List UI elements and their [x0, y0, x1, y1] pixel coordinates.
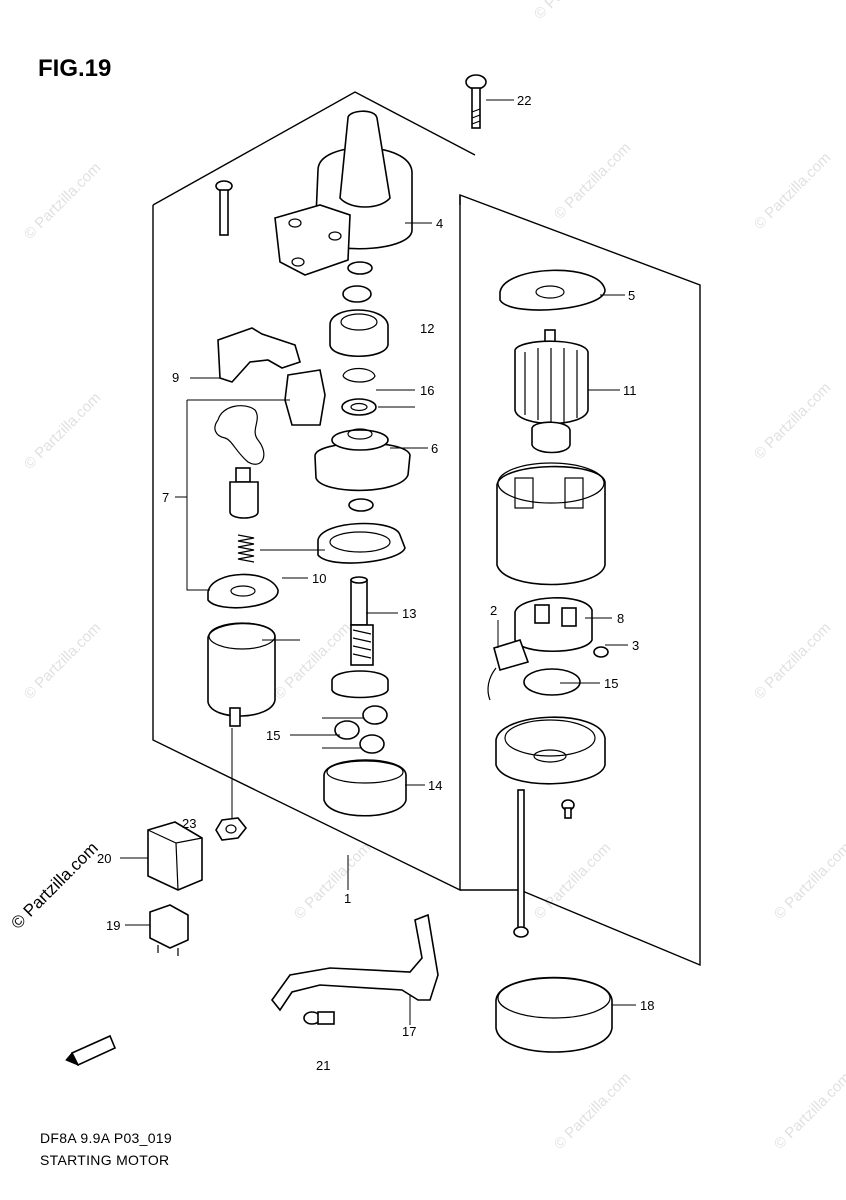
watermark: © Partzilla.com	[771, 839, 846, 922]
part-12-pinion[interactable]	[329, 261, 389, 358]
watermark: © Partzilla.com	[21, 619, 104, 702]
part-19-relay[interactable]	[149, 904, 189, 956]
callout-15-right: 15	[604, 676, 618, 691]
part-23-nut[interactable]	[215, 817, 248, 841]
watermark: © Partzilla.com	[551, 1069, 634, 1152]
callout-7: 7	[162, 490, 169, 505]
part-7-bracket[interactable]	[284, 369, 326, 426]
callout-15-left: 15	[266, 728, 280, 743]
part-16-washer[interactable]	[341, 398, 377, 416]
part-18-band[interactable]	[495, 976, 613, 1053]
part-2-lead-wire[interactable]	[487, 639, 530, 701]
part-13-shaft[interactable]	[331, 576, 389, 699]
end-frame[interactable]	[495, 716, 606, 785]
watermark: © Partzilla.com	[551, 139, 634, 222]
callout-20: 20	[97, 851, 111, 866]
callout-16: 16	[420, 383, 434, 398]
callout-4: 4	[436, 216, 443, 231]
part-9-lever[interactable]	[217, 327, 301, 383]
callout-6: 6	[431, 441, 438, 456]
through-bolt[interactable]	[513, 789, 529, 938]
part-7-plate[interactable]	[207, 573, 279, 609]
fwd-arrow-icon: FWD	[65, 1034, 117, 1067]
watermark-dark: © Partzilla.com	[7, 838, 101, 932]
watermark: © Partzilla.com	[751, 149, 834, 232]
callout-8: 8	[617, 611, 624, 626]
part-14-ring-gear[interactable]	[323, 759, 407, 817]
part-15-plate[interactable]	[523, 668, 581, 696]
leader-lines	[120, 99, 636, 1025]
callout-18: 18	[640, 998, 654, 1013]
callout-17: 17	[402, 1024, 416, 1039]
callout-19: 19	[106, 918, 120, 933]
callout-5: 5	[628, 288, 635, 303]
callout-13: 13	[402, 606, 416, 621]
callout-2: 2	[490, 603, 497, 618]
callout-labels: 22 4 5 12 11 16 9 6 7 10 13 2 8 3 15 15 …	[97, 93, 654, 1073]
callout-23: 23	[182, 816, 196, 831]
part-11-armature[interactable]	[514, 329, 589, 454]
end-frame-screw[interactable]	[561, 799, 575, 819]
figure-title: FIG.19	[38, 55, 112, 82]
callout-1: 1	[344, 891, 351, 906]
assembly-frame	[152, 91, 701, 967]
part-4-small-bolt[interactable]	[215, 180, 233, 236]
callout-3: 3	[632, 638, 639, 653]
watermark: © Partzilla.com	[751, 379, 834, 462]
watermark: © Partzilla.com	[751, 619, 834, 702]
watermark: © Partzilla.com	[21, 159, 104, 242]
callout-11: 11	[623, 383, 637, 398]
watermark: © Partzilla.com	[531, 839, 614, 922]
watermark: © Partzilla.com	[771, 1069, 846, 1152]
figure-code: DF8A 9.9A P03_019	[40, 1130, 172, 1146]
callout-10: 10	[312, 571, 326, 586]
part-10-gasket[interactable]	[317, 522, 406, 564]
part-5-plate[interactable]	[499, 269, 606, 311]
part-7-spring[interactable]	[237, 534, 255, 563]
part-7-solenoid[interactable]	[207, 622, 276, 727]
watermark: © Partzilla.com	[291, 839, 374, 922]
part-1-yoke[interactable]	[496, 462, 606, 586]
part-6-washer[interactable]	[348, 498, 374, 512]
callout-22: 22	[517, 93, 531, 108]
callout-12: 12	[420, 321, 434, 336]
figure-name: STARTING MOTOR	[40, 1152, 170, 1168]
part-8-brush-holder[interactable]	[514, 597, 593, 653]
part-16-clip[interactable]	[342, 367, 376, 383]
callout-21: 21	[316, 1058, 330, 1073]
part-4-housing[interactable]	[274, 110, 413, 276]
part-22-bolt[interactable]	[465, 74, 487, 129]
frame-left	[152, 195, 461, 892]
callout-14: 14	[428, 778, 442, 793]
frame-right	[459, 193, 701, 967]
part-17-bracket[interactable]	[270, 913, 439, 1012]
watermark: © Partzilla.com	[531, 0, 614, 23]
part-7-plunger[interactable]	[229, 467, 259, 519]
part-6-bracket[interactable]	[314, 428, 411, 492]
part-3-nut[interactable]	[593, 646, 609, 658]
part-15-gears[interactable]	[334, 705, 388, 754]
part-21-bolt[interactable]	[303, 1011, 335, 1025]
frame-top-left	[152, 91, 476, 206]
part-20-relay[interactable]	[147, 821, 203, 891]
part-7-spring-wire[interactable]	[214, 405, 265, 465]
watermark: © Partzilla.com	[21, 389, 104, 472]
callout-9: 9	[172, 370, 179, 385]
